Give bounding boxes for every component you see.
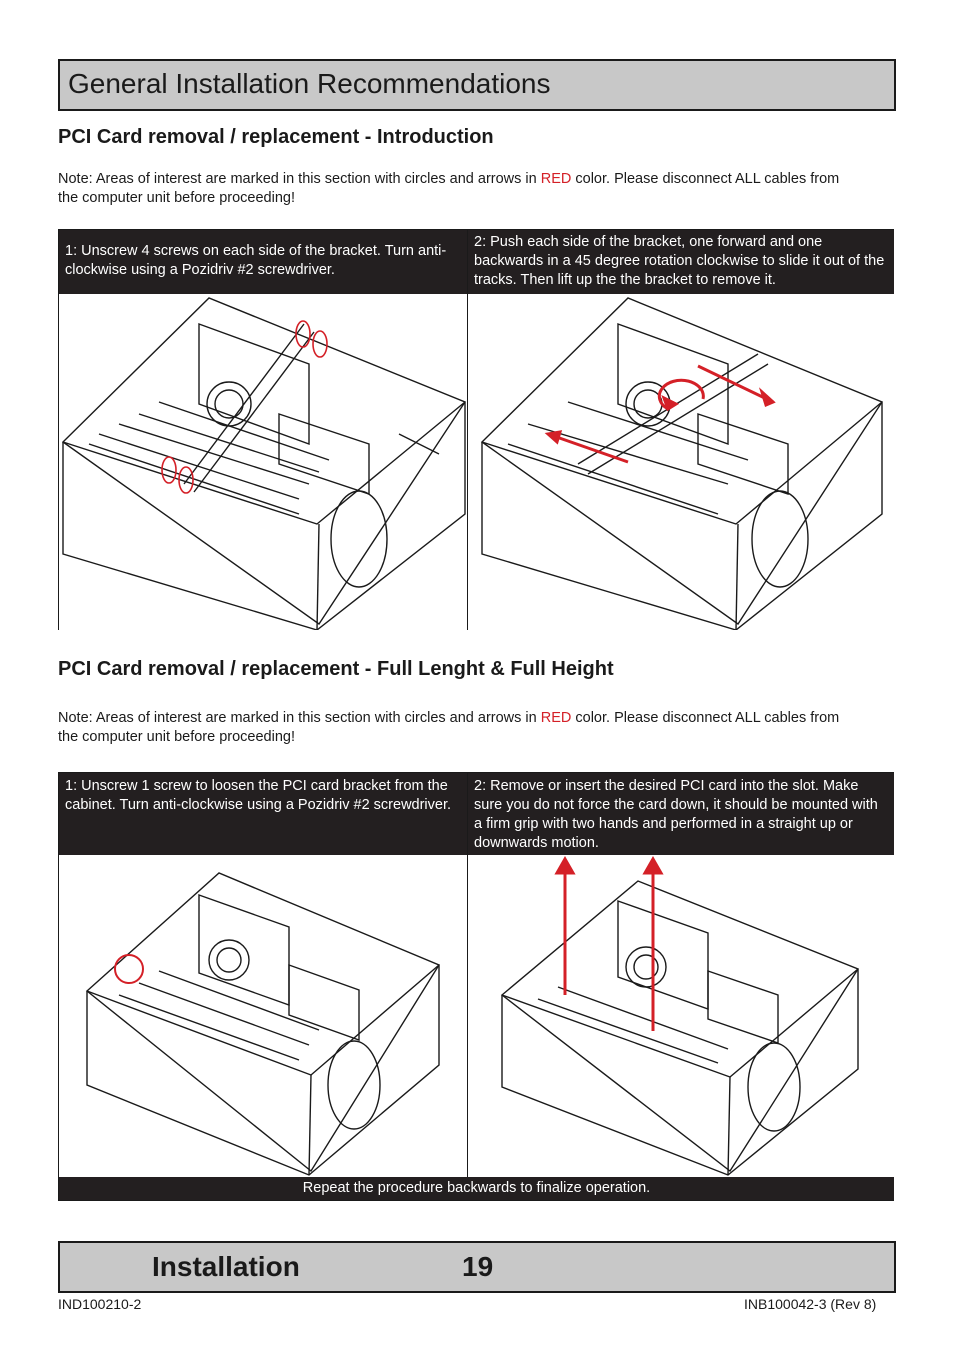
note-red-word: RED [540, 710, 572, 726]
footer-bar: Installation 19 [58, 1241, 896, 1293]
note-text: Note: Areas of interest are marked in th… [58, 710, 541, 726]
section2-step1-caption: 1: Unscrew 1 screw to loosen the PCI car… [59, 773, 468, 855]
section1-note: Note: Areas of interest are marked in th… [58, 170, 858, 208]
section1-step2-illustration [468, 294, 894, 630]
note-text-end: color. Please disconnect ALL cables from… [58, 710, 840, 745]
section2-step1-illustration [59, 855, 467, 1177]
section1-step1-illustration [59, 294, 467, 630]
note-text-end: color. Please disconnect ALL cables from… [58, 171, 840, 206]
note-red-word: RED [540, 171, 572, 187]
section1-panel: 1: Unscrew 4 screws on each side of the … [58, 229, 894, 630]
chassis-drawing-4 [500, 855, 860, 1176]
doc-code-left: IND100210-2 [58, 1296, 142, 1312]
doc-code-right: INB100042-3 (Rev 8) [744, 1296, 877, 1312]
section2-step2-caption: 2: Remove or insert the desired PCI card… [468, 773, 894, 855]
section1-step2-caption: 2: Push each side of the bracket, one fo… [468, 230, 894, 294]
page-title-bar: General Installation Recommendations [58, 59, 896, 111]
note-text: Note: Areas of interest are marked in th… [58, 171, 541, 187]
section1-step1-caption: 1: Unscrew 4 screws on each side of the … [59, 230, 468, 294]
chassis-drawing-3 [85, 872, 441, 1176]
panel-divider [467, 230, 468, 630]
chassis-drawing-1 [61, 297, 467, 630]
page-number: 19 [462, 1251, 494, 1282]
section1-heading: PCI Card removal / replacement - Introdu… [58, 126, 494, 148]
chassis-drawing-2 [480, 297, 884, 630]
section2-note: Note: Areas of interest are marked in th… [58, 709, 858, 747]
section2-panel: 1: Unscrew 1 screw to loosen the PCI car… [58, 772, 894, 1201]
page-title: General Installation Recommendations [68, 68, 551, 99]
section2-step2-illustration [468, 855, 894, 1177]
panel-divider [467, 773, 468, 1177]
footer-section: Installation [152, 1251, 300, 1282]
section2-heading: PCI Card removal / replacement - Full Le… [58, 658, 614, 680]
repeat-instruction: Repeat the procedure backwards to finali… [59, 1177, 894, 1200]
